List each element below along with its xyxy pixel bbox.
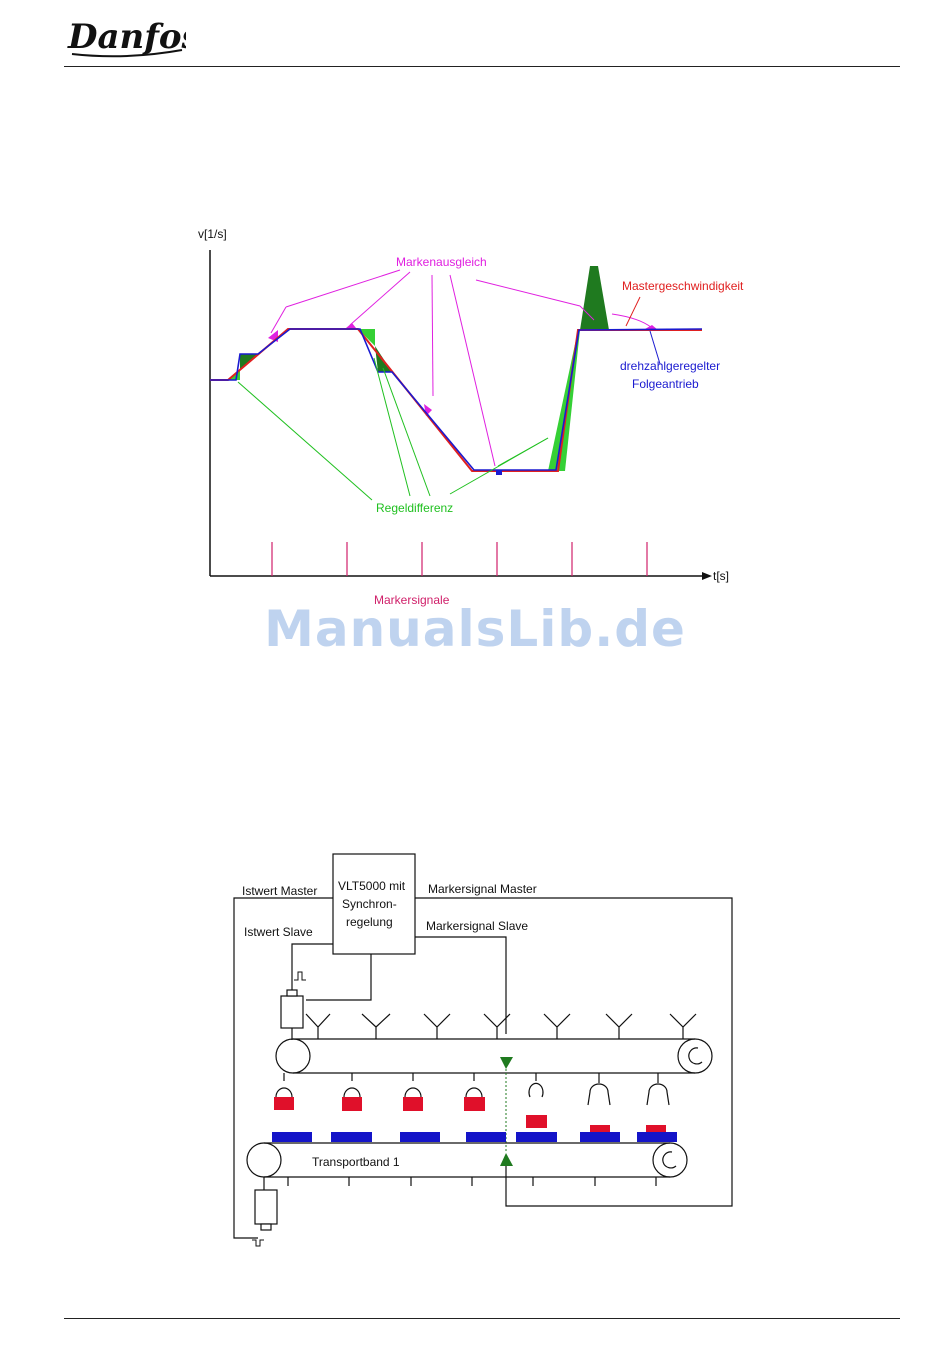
product	[646, 1125, 666, 1133]
label-istwert-master: Istwert Master	[242, 884, 317, 898]
label-markersignal-master: Markersignal Master	[428, 882, 537, 896]
product	[526, 1115, 547, 1128]
pulse-symbol	[294, 972, 306, 980]
belt-mark	[637, 1132, 677, 1142]
belt-mark	[516, 1132, 557, 1142]
belt-mark	[400, 1132, 440, 1142]
controller-line1: VLT5000 mit	[338, 879, 406, 893]
label-transportband: Transportband 1	[312, 1155, 400, 1169]
upper-conveyor	[276, 1039, 712, 1073]
slave-encoder	[281, 990, 303, 1040]
product	[403, 1097, 423, 1111]
belt-mark	[580, 1132, 620, 1142]
sensor-marker-bottom	[500, 1153, 513, 1166]
grippers-top	[306, 1014, 696, 1039]
label-markersignal-slave: Markersignal Slave	[426, 919, 528, 933]
product	[590, 1125, 610, 1133]
products	[274, 1097, 666, 1133]
master-encoder	[255, 1177, 277, 1230]
controller-line2: Synchron-	[342, 897, 397, 911]
belt-mark	[466, 1132, 506, 1142]
sensor-marker-top	[500, 1057, 513, 1069]
belt-mark	[272, 1132, 312, 1142]
footer-rule	[64, 1318, 900, 1319]
label-istwert-slave: Istwert Slave	[244, 925, 313, 939]
wiring	[234, 854, 732, 1238]
pulse-symbol	[252, 1240, 264, 1246]
product	[342, 1097, 362, 1111]
controller-line3: regelung	[346, 915, 393, 929]
belt-mark	[331, 1132, 372, 1142]
product	[464, 1097, 485, 1111]
product	[274, 1097, 294, 1110]
belt-marks	[272, 1132, 677, 1142]
